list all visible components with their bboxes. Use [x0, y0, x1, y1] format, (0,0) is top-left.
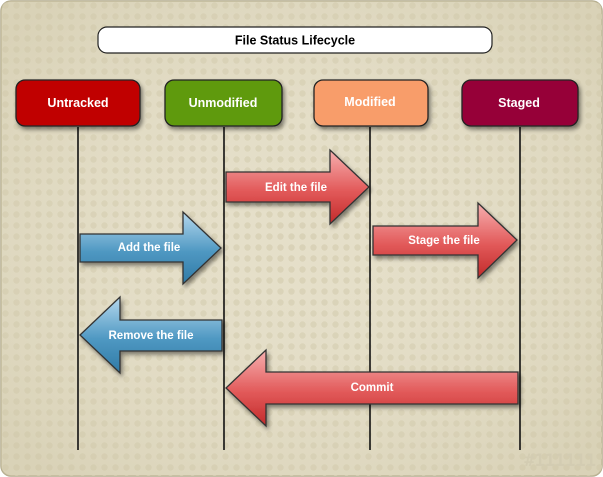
state-label-unmodified: Unmodified [189, 96, 258, 110]
transition-arrow-stage-the-file: Stage the file [372, 201, 518, 280]
state-box-unmodified: Unmodified [164, 79, 283, 127]
transition-label-commit: Commit [351, 382, 394, 394]
title-box: File Status Lifecycle [97, 26, 493, 54]
diagram-title: File Status Lifecycle [235, 34, 355, 48]
transition-label-stage-the-file: Stage the file [408, 235, 480, 247]
state-label-modified: Modified [344, 95, 395, 109]
transition-arrow-edit-the-file: Edit the file [225, 148, 370, 226]
state-label-staged: Staged [498, 96, 540, 110]
state-label-untracked: Untracked [47, 96, 108, 110]
transition-arrow-commit: Commit [225, 348, 519, 428]
transition-label-edit-the-file: Edit the file [265, 182, 327, 194]
transition-label-add-the-file: Add the file [118, 242, 181, 254]
transition-label-remove-the-file: Remove the file [109, 330, 194, 342]
state-box-staged: Staged [461, 79, 579, 127]
transition-arrow-remove-the-file: Remove the file [79, 295, 223, 375]
watermark-text: #111111 [524, 451, 596, 471]
state-box-modified: Modified [313, 79, 429, 127]
transition-arrow-add-the-file: Add the file [79, 210, 222, 286]
state-box-untracked: Untracked [15, 79, 141, 127]
